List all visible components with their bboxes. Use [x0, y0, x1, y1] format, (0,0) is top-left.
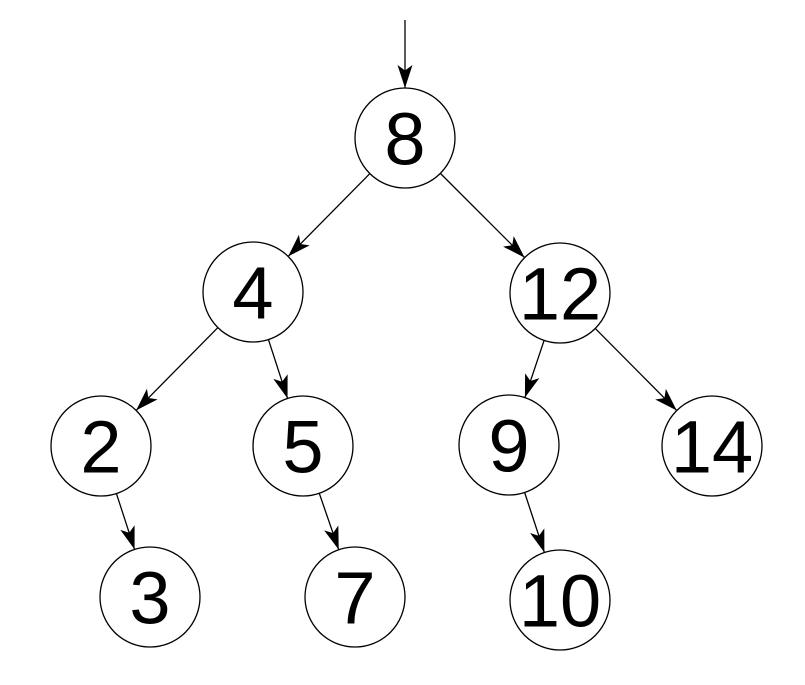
- node-label: 8: [384, 98, 425, 181]
- edge-5-7: [318, 493, 340, 550]
- tree-node-4: 4: [202, 241, 304, 343]
- node-circle: [509, 242, 611, 344]
- tree-node-14: 14: [661, 395, 763, 497]
- node-label: 10: [519, 560, 601, 643]
- node-circle: [99, 546, 201, 648]
- edge-2-3: [115, 493, 136, 550]
- edge-9-10: [524, 492, 545, 553]
- tree-node-12: 12: [509, 242, 611, 344]
- edge-12-9: [524, 340, 545, 398]
- node-label: 14: [671, 406, 753, 489]
- tree-node-10: 10: [509, 549, 611, 651]
- tree-node-7: 7: [304, 546, 406, 648]
- tree-node-5: 5: [252, 395, 354, 497]
- edges-layer: [115, 20, 678, 553]
- node-circle: [202, 241, 304, 343]
- node-circle: [304, 546, 406, 648]
- edge-4-2: [135, 327, 219, 411]
- node-label: 2: [80, 406, 121, 489]
- tree-node-8: 8: [354, 87, 456, 189]
- node-label: 4: [232, 252, 273, 335]
- tree-node-3: 3: [99, 546, 201, 648]
- edge-4-5: [267, 339, 289, 399]
- edge-8-4: [287, 173, 371, 257]
- node-label: 9: [488, 405, 529, 488]
- node-circle: [354, 87, 456, 189]
- node-circle: [50, 395, 152, 497]
- node-circle: [458, 394, 560, 496]
- node-circle: [509, 549, 611, 651]
- node-circle: [252, 395, 354, 497]
- node-label: 12: [519, 253, 601, 336]
- node-label: 3: [129, 557, 170, 640]
- node-label: 7: [334, 557, 375, 640]
- tree-node-2: 2: [50, 395, 152, 497]
- node-circle: [661, 395, 763, 497]
- nodes-layer: 8 4 12 2 5 9 14 3 7 10: [50, 87, 763, 651]
- tree-node-9: 9: [458, 394, 560, 496]
- node-label: 5: [282, 406, 323, 489]
- edge-8-12: [439, 172, 526, 259]
- edge-12-14: [594, 328, 678, 411]
